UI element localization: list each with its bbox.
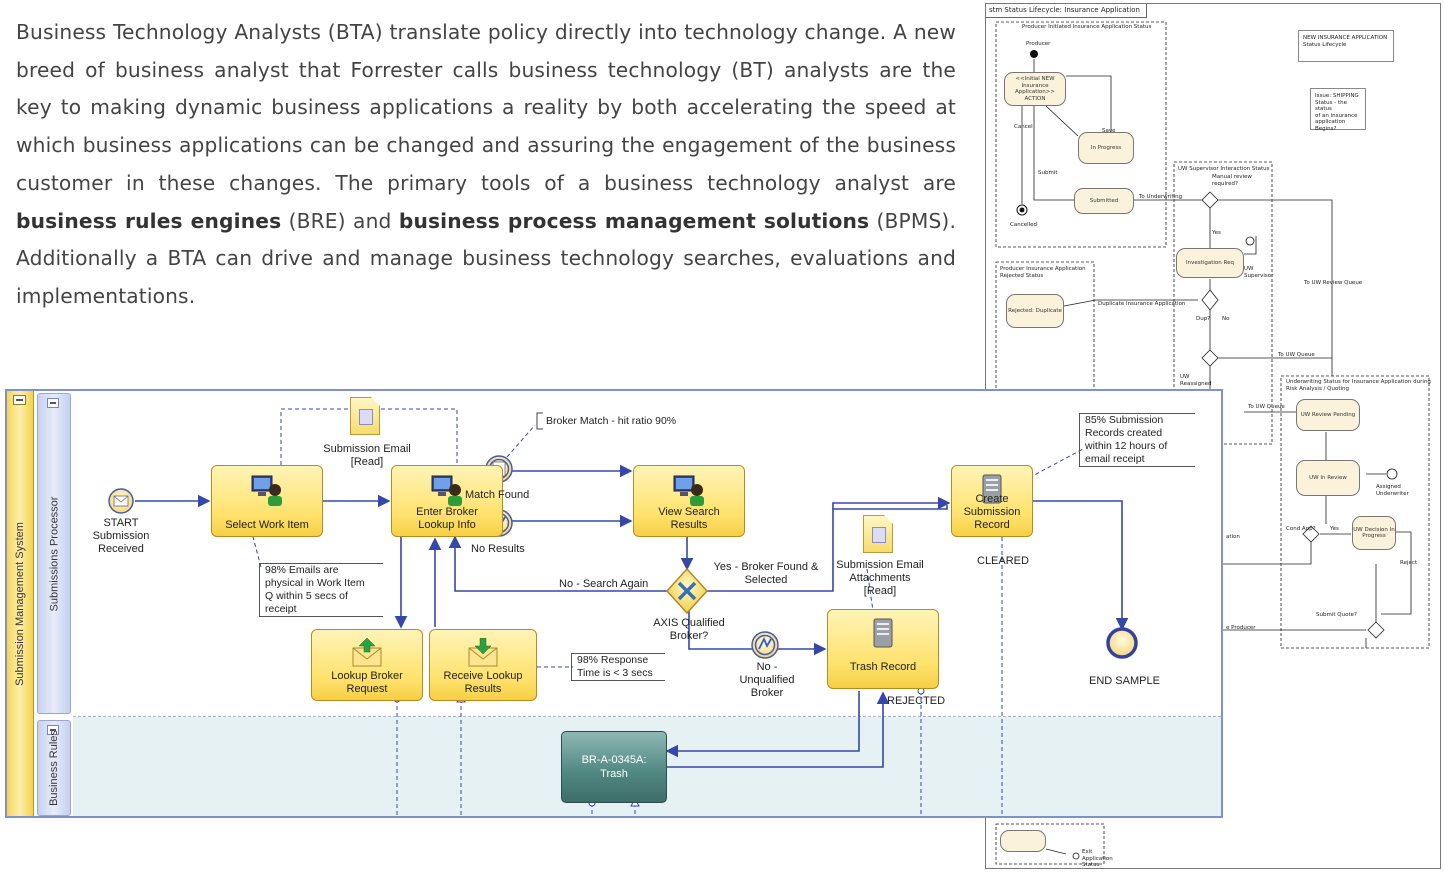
uml-state-uw-in-review: UW In Review bbox=[1296, 460, 1360, 496]
uml-label-to-uw-review-queue: To UW Review Queue bbox=[1304, 280, 1363, 286]
task-receive-label: Receive Lookup Results bbox=[443, 670, 523, 695]
annotation-response-time: 98% Response Time is < 3 secs bbox=[571, 653, 665, 681]
user-computer-icon bbox=[251, 475, 282, 506]
task-trash-label: Trash Record bbox=[849, 661, 917, 673]
lane-header-submissions: Submissions Processor bbox=[37, 393, 71, 714]
task-view-search-results[interactable]: View Search Results bbox=[633, 465, 745, 537]
lane-collapse-button[interactable] bbox=[47, 398, 59, 408]
match-found-label: Match Found bbox=[465, 489, 530, 501]
intro-bold-bpms: business process management solutions bbox=[398, 208, 870, 233]
uml-label-to-uw-queue-2: To UW Queue bbox=[1248, 404, 1285, 410]
task-receive-lookup-results[interactable]: Receive Lookup Results bbox=[429, 629, 537, 701]
uml-diagram-tab: stm Status Lifecycle: Insurance Applicat… bbox=[986, 4, 1147, 18]
server-icon bbox=[982, 474, 1002, 504]
no-unqualified-label: No - Unqualified Broker bbox=[739, 661, 795, 699]
intro-bold-bre: business rules engines bbox=[16, 208, 282, 233]
lane-header-business-rules: Business Rules bbox=[37, 720, 71, 816]
cleared-label: CLEARED bbox=[977, 555, 1029, 567]
submission-email-label: Submission Email [Read] bbox=[323, 443, 411, 468]
rejected-label: REJECTED bbox=[887, 695, 946, 707]
uml-state-uw-decision: UW Decision In Progress bbox=[1352, 516, 1396, 550]
task-select-label: Select Work Item bbox=[225, 519, 309, 531]
uml-state-investigation: Investigation Req bbox=[1176, 248, 1244, 278]
lane-collapse-button-2[interactable] bbox=[47, 725, 59, 735]
server-icon bbox=[873, 618, 893, 648]
uml-frame-title-underwriting: Underwriting Status for Insurance Applic… bbox=[1286, 379, 1431, 392]
uml-final-label: Cancelled bbox=[1010, 222, 1038, 228]
uml-label-duplicate: Duplicate Insurance Application bbox=[1098, 301, 1186, 307]
annotation-emails-physical: 98% Emails are physical in Work Item Q w… bbox=[259, 563, 383, 617]
uml-label-no: No bbox=[1222, 316, 1230, 322]
task-create-submission-record[interactable]: Create Submission Record bbox=[951, 465, 1033, 537]
intro-text-1: Business Technology Analysts (BTA) trans… bbox=[16, 20, 956, 195]
bpmn-flows bbox=[108, 408, 1138, 816]
uml-frame-title-uw-supervisor: UW Supervisor Interaction Status bbox=[1178, 166, 1270, 172]
envelope-receive-icon bbox=[468, 638, 498, 667]
uml-state-bottom bbox=[1000, 830, 1046, 852]
uml-label-cond-app: Cond App? bbox=[1286, 526, 1316, 532]
annotation-broker-match: Broker Match - hit ratio 90% bbox=[546, 415, 677, 427]
submission-attachments-document-icon bbox=[863, 515, 893, 553]
uml-frame-title-rejected: Producer Insurance Application Rejected … bbox=[1000, 266, 1086, 279]
pool-collapse-button[interactable] bbox=[13, 395, 26, 405]
submission-attachments-label: Submission Email Attachments [Read] bbox=[836, 559, 924, 597]
uml-label-uw-reassigned: UW Reassigned bbox=[1180, 374, 1212, 387]
uml-label-submit: Submit bbox=[1038, 170, 1058, 176]
uml-label-edge-ation: ation bbox=[1226, 534, 1240, 540]
uml-label-exit-status: Exit Application Status bbox=[1082, 849, 1113, 868]
intro-text-3: (BPMS). Additionally a BTA can drive and… bbox=[16, 208, 957, 308]
uml-initial-label: Producer bbox=[1026, 41, 1051, 47]
task-create-label: Create Submission Record bbox=[963, 493, 1021, 531]
uml-state-submitted: Submitted bbox=[1074, 188, 1134, 214]
uml-label-to-uw-queue: To UW Queue bbox=[1278, 352, 1315, 358]
task-enter-label: Enter Broker Lookup Info bbox=[416, 506, 478, 531]
no-results-label: No Results bbox=[471, 543, 525, 555]
uml-connectors bbox=[995, 21, 1430, 865]
envelope-send-icon bbox=[352, 638, 382, 667]
uml-label-uw-supervisor: UW Supervisor bbox=[1244, 266, 1274, 279]
yes-branch-label: Yes - Broker Found & Selected bbox=[713, 561, 819, 586]
uml-state-uw-review-pending: UW Review Pending bbox=[1296, 399, 1360, 431]
pool-header: Submission Management System bbox=[7, 391, 34, 816]
uml-label-assigned-underwriter: Assigned Underwriter bbox=[1376, 484, 1409, 497]
intro-text-2: (BRE) and bbox=[281, 208, 399, 233]
uml-label-edge-producer: e Producer bbox=[1226, 625, 1256, 631]
business-rule-trash[interactable]: BR-A-0345A: Trash bbox=[561, 731, 667, 803]
uml-label-save: Save bbox=[1102, 128, 1116, 134]
uml-label-dup: Dup? bbox=[1196, 316, 1211, 322]
uml-label-yes: Yes bbox=[1212, 230, 1221, 236]
no-search-again-label: No - Search Again bbox=[559, 578, 649, 590]
uml-label-yes-2: Yes bbox=[1330, 526, 1339, 532]
task-select-work-item[interactable]: Select Work Item bbox=[211, 465, 323, 537]
task-lookup-label: Lookup Broker Request bbox=[331, 670, 403, 695]
uml-label-reject: Reject bbox=[1400, 560, 1418, 566]
submission-email-document-icon bbox=[350, 397, 380, 435]
user-computer-icon bbox=[431, 475, 462, 506]
end-event-label: END SAMPLE bbox=[1089, 675, 1160, 687]
uml-note-lifecycle: NEW INSURANCE APPLICATION Status Lifecyc… bbox=[1298, 30, 1394, 62]
uml-frame-title-producer: Producer Initiated Insurance Application… bbox=[1022, 24, 1152, 30]
uml-label-to-underwriting: To Underwriting bbox=[1139, 194, 1183, 200]
task-lookup-broker-request[interactable]: Lookup Broker Request bbox=[311, 629, 423, 701]
gateway-label: AXIS Qualified Broker? bbox=[653, 617, 725, 642]
task-trash-record[interactable]: Trash Record bbox=[827, 609, 939, 689]
uml-state-new-application: <<Initial NEW Insurance Application>> AC… bbox=[1004, 72, 1066, 106]
annotation-submission-records: 85% Submission Records created within 12… bbox=[1079, 413, 1195, 467]
task-view-label: View Search Results bbox=[658, 506, 720, 531]
uml-label-manual-review: Manual review required? bbox=[1212, 174, 1252, 187]
uml-note-issue: Issue: SHIPPING Status - the status of a… bbox=[1310, 88, 1366, 132]
intro-paragraph: Business Technology Analysts (BTA) trans… bbox=[16, 14, 956, 316]
lane-separator bbox=[73, 716, 1221, 717]
uml-label-cancel: Cancel bbox=[1014, 124, 1033, 130]
uml-label-submit-quote: Submit Quote? bbox=[1316, 612, 1357, 618]
uml-state-rejected-duplicate: Rejected: Duplicate bbox=[1006, 294, 1064, 328]
uml-state-in-progress: In Progress bbox=[1078, 132, 1134, 164]
start-event-label: START Submission Received bbox=[92, 517, 150, 555]
bpmn-process-diagram: Submission Management System Submissions… bbox=[5, 389, 1223, 818]
task-enter-broker-lookup[interactable]: Enter Broker Lookup Info bbox=[391, 465, 503, 537]
user-computer-icon bbox=[673, 475, 704, 506]
